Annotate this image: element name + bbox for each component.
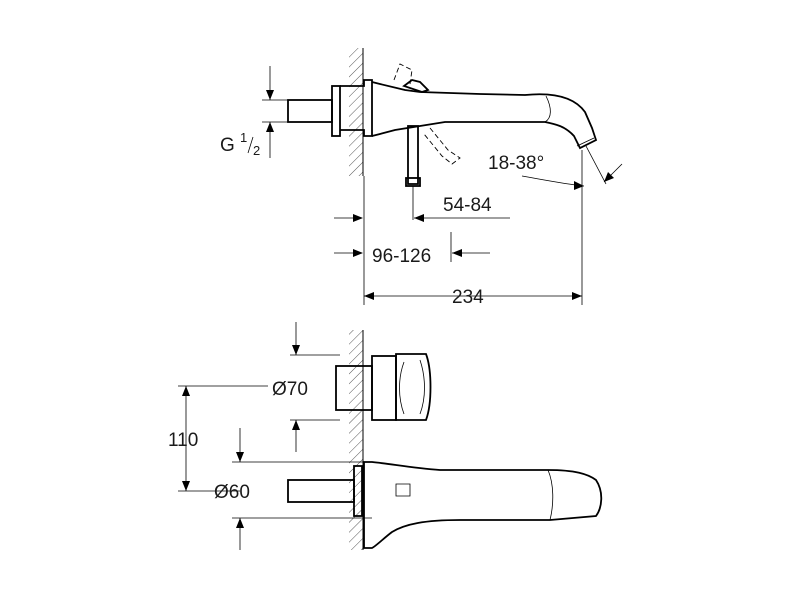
thread-numerator: 1 <box>240 130 247 145</box>
dim-96-126: 96-126 <box>334 246 490 267</box>
dim-54-84-label: 54-84 <box>443 195 492 216</box>
handle-unit <box>335 353 432 421</box>
lever-handle <box>393 63 461 165</box>
dim-110: 110 <box>168 385 268 492</box>
drain-rod <box>405 125 421 187</box>
dim-234-label: 234 <box>452 287 484 308</box>
spout-outline <box>371 81 598 150</box>
dia-70-label: Ø70 <box>272 379 308 400</box>
dim-dia-70: Ø70 <box>272 322 340 452</box>
inlet-pipe <box>287 85 341 137</box>
front-inlet-pipe <box>287 465 363 517</box>
spout-top <box>363 461 603 549</box>
thread-denominator: 2 <box>253 143 260 158</box>
dim-110-label: 110 <box>168 430 198 451</box>
wall-plate <box>340 79 373 137</box>
thread-label: G <box>220 135 235 156</box>
angle-dimension: 18-38° <box>488 145 623 190</box>
thread-dimension: G 1 2 <box>220 66 290 158</box>
spout-seam <box>544 95 551 123</box>
dim-54-84: 54-84 <box>334 195 510 222</box>
spout-aerator <box>576 137 595 147</box>
angle-label: 18-38° <box>488 153 544 174</box>
front-view: Ø70 110 Ø60 <box>168 322 603 550</box>
dim-dia-60: Ø60 <box>214 428 372 550</box>
front-wall-hatch <box>349 330 363 550</box>
dim-96-126-label: 96-126 <box>372 246 431 267</box>
spout-top-seam <box>547 469 554 521</box>
dim-234: 234 <box>364 287 582 308</box>
brand-badge <box>395 483 411 497</box>
side-view: G 1 2 18-38° 54-84 <box>220 48 623 308</box>
side-wall-hatch <box>349 48 363 176</box>
dia-60-label: Ø60 <box>214 482 250 503</box>
spout-top-outline <box>363 461 603 549</box>
